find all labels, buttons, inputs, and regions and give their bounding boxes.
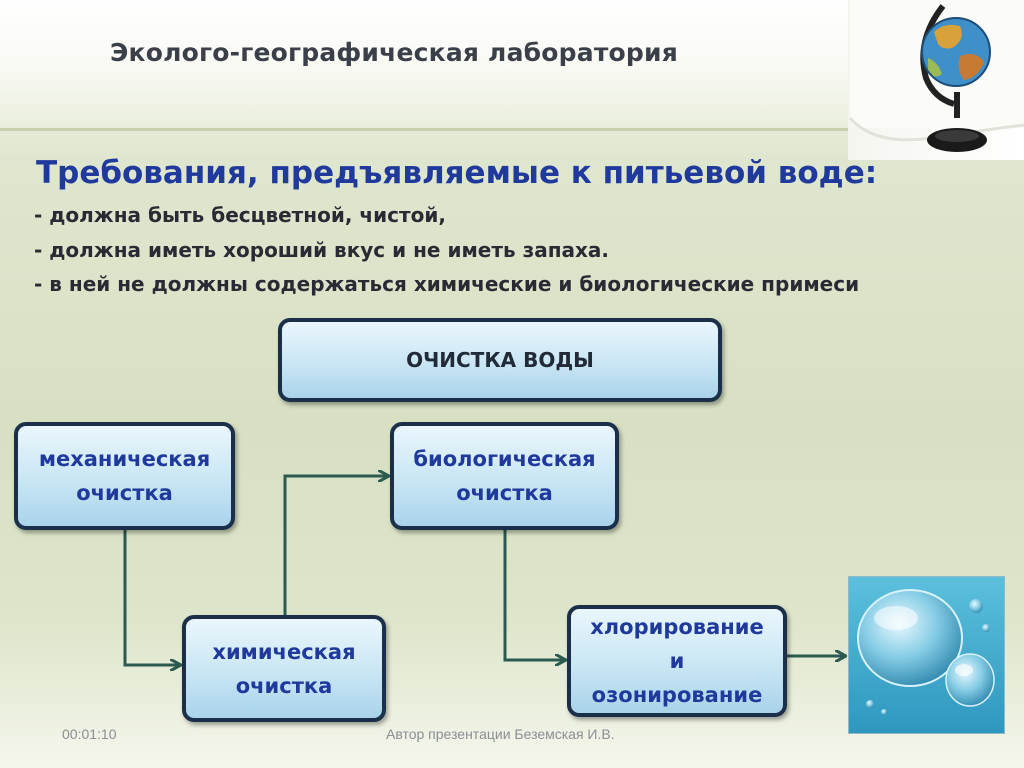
box-chemical-cleaning: химическая очистка xyxy=(182,615,386,722)
globe-image xyxy=(848,0,1024,160)
requirement-item: - в ней не должны содержаться химические… xyxy=(34,272,860,296)
box-chlorination-ozonation: хлорирование и озонирование xyxy=(567,605,787,717)
requirement-item: - должна быть бесцветной, чистой, xyxy=(34,203,446,227)
header-divider xyxy=(0,128,850,131)
requirements-heading: Требования, предъявляемые к питьевой вод… xyxy=(36,155,878,191)
water-drop-image xyxy=(848,576,1005,734)
arrow-biological-to-chlorination xyxy=(503,530,565,660)
box-label-line: механическая xyxy=(38,447,211,471)
slide-title: Эколого-географическая лаборатория xyxy=(110,38,678,67)
box-label-line: биологическая xyxy=(413,447,596,471)
box-mechanical-cleaning: механическая очистка xyxy=(14,422,235,530)
globe-icon xyxy=(848,0,1024,152)
arrow-chemical-to-biological xyxy=(283,476,388,615)
box-biological-cleaning: биологическая очистка xyxy=(390,422,619,530)
box-label-line: очистка xyxy=(456,481,553,505)
box-label-line: очистка xyxy=(235,673,333,698)
main-box-water-purification: ОЧИСТКА ВОДЫ xyxy=(278,318,722,402)
footer-author: Автор презентации Беземская И.В. xyxy=(386,726,615,742)
box-label-line: химическая xyxy=(212,639,356,664)
requirement-item: - должна иметь хороший вкус и не иметь з… xyxy=(34,238,609,262)
footer-timestamp: 00:01:10 xyxy=(62,726,117,742)
arrow-mechanical-to-chemical xyxy=(123,530,180,665)
box-label-line: очистка xyxy=(76,481,173,505)
box-label-line: хлорирование xyxy=(590,615,764,639)
box-label-line: озонирование xyxy=(591,683,763,707)
header-band xyxy=(0,0,850,130)
main-box-label: ОЧИСТКА ВОДЫ xyxy=(406,348,594,372)
box-label-line: и xyxy=(669,649,685,673)
